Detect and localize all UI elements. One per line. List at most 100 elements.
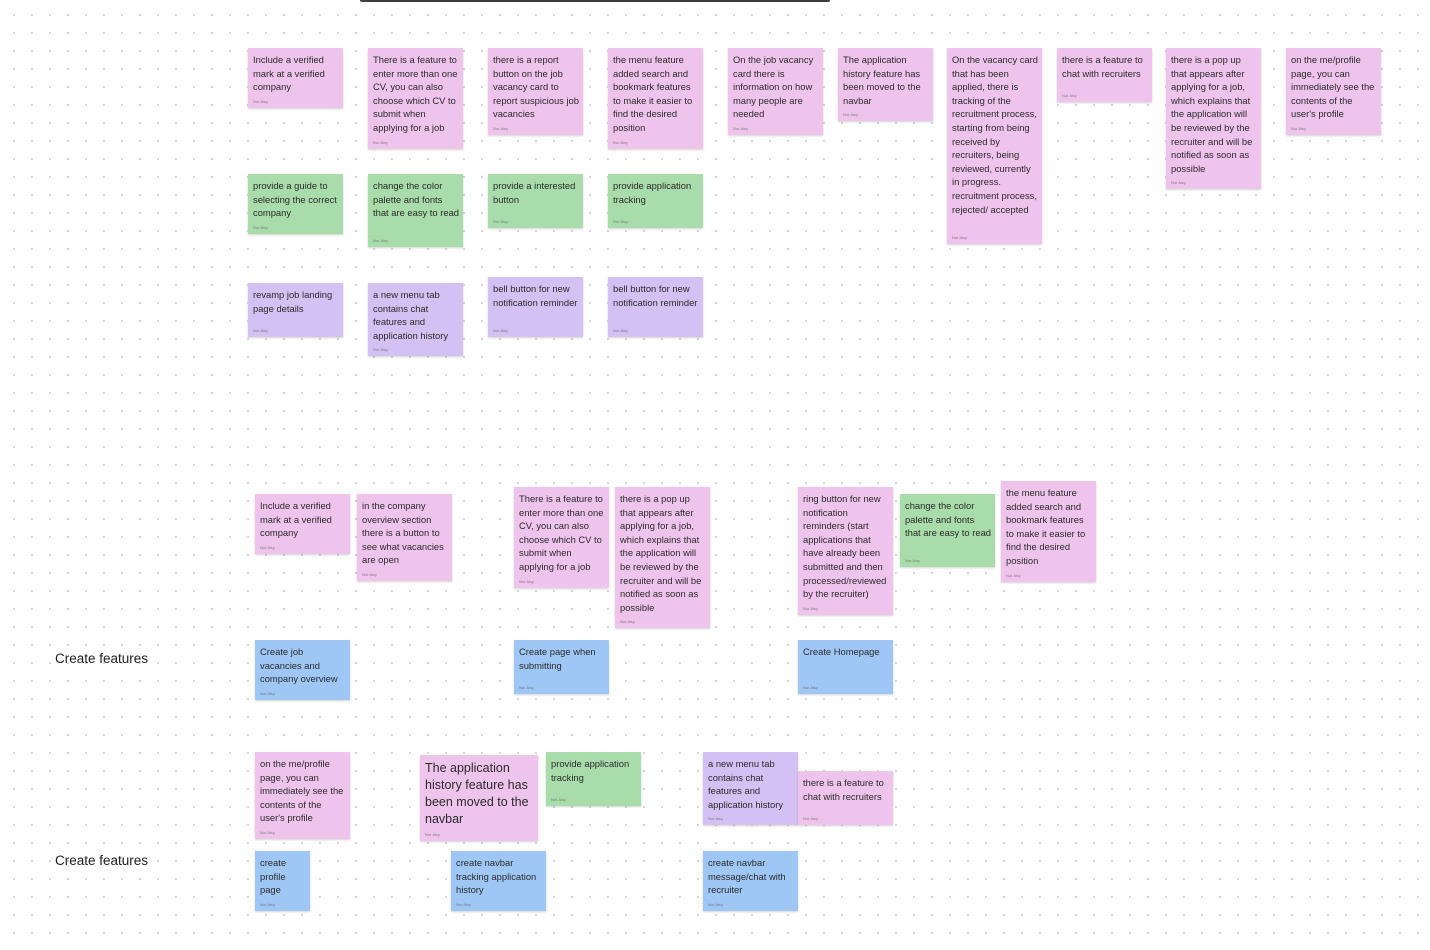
sticky-note-history-navbar[interactable]: The application history feature has been… — [420, 755, 538, 841]
sticky-note-author: Nur Aisy — [708, 816, 723, 821]
sticky-note-guide-company[interactable]: provide a guide to selecting the correct… — [248, 174, 343, 234]
sticky-note-text: ring button for new notification reminde… — [803, 493, 887, 600]
sticky-note-text: there is a pop up that appears after app… — [620, 493, 702, 613]
sticky-note-text: there is a pop up that appears after app… — [1171, 54, 1253, 174]
sticky-note-chat-recruiters[interactable]: there is a feature to chat with recruite… — [1057, 48, 1152, 102]
sticky-note-author: Nur Aisy — [803, 816, 818, 821]
sticky-note-author: Nur Aisy — [260, 691, 275, 696]
sticky-note-author: Nur Aisy — [733, 126, 748, 131]
sticky-note-author: Nur Aisy — [1006, 573, 1021, 578]
sticky-note-author: Nur Aisy — [708, 902, 723, 907]
sticky-note-verified-mark[interactable]: Include a verified mark at a verified co… — [255, 494, 350, 554]
sticky-note-multiple-cv[interactable]: There is a feature to enter more than on… — [368, 48, 463, 149]
sticky-note-search-bookmark[interactable]: the menu feature added search and bookma… — [608, 48, 703, 149]
sticky-note-author: Nur Aisy — [1062, 93, 1077, 98]
sticky-note-author: Nur Aisy — [1291, 126, 1306, 131]
sticky-note-author: Nur Aisy — [803, 606, 818, 611]
sticky-note-text: Include a verified mark at a verified co… — [260, 500, 332, 539]
sticky-note-recruitment-tracking[interactable]: On the vacancy card that has been applie… — [947, 48, 1042, 244]
sticky-note-author: Nur Aisy — [1171, 180, 1186, 185]
sticky-note-text: on the me/profile page, you can immediat… — [260, 758, 344, 824]
sticky-note-text: provide a interested button — [493, 180, 576, 205]
sticky-note-text: provide application tracking — [613, 180, 692, 205]
sticky-note-popup-after-apply[interactable]: there is a pop up that appears after app… — [1166, 48, 1261, 189]
sticky-note-people-needed[interactable]: On the job vacancy card there is informa… — [728, 48, 823, 135]
sticky-note-author: Nur Aisy — [373, 347, 388, 352]
sticky-note-create-job-vacancies[interactable]: Create job vacancies and company overvie… — [255, 640, 350, 700]
sticky-note-author: Nur Aisy — [425, 832, 440, 837]
sticky-note-text: in the company overview section there is… — [362, 500, 444, 566]
sticky-note-color-palette[interactable]: change the color palette and fonts that … — [900, 494, 995, 567]
sticky-note-text: the menu feature added search and bookma… — [613, 54, 693, 133]
sticky-note-author: Nur Aisy — [613, 219, 628, 224]
sticky-note-menu-tab[interactable]: a new menu tab contains chat features an… — [368, 283, 463, 356]
sticky-note-text: a new menu tab contains chat features an… — [708, 758, 784, 810]
sticky-note-verified-mark[interactable]: Include a verified mark at a verified co… — [248, 48, 343, 108]
sticky-note-text: There is a feature to enter more than on… — [519, 493, 604, 572]
sticky-note-author: Nur Aisy — [260, 830, 275, 835]
sticky-note-text: On the job vacancy card there is informa… — [733, 54, 814, 120]
sticky-note-create-navbar-chat[interactable]: create navbar message/chat with recruite… — [703, 851, 798, 911]
sticky-note-author: Nur Aisy — [456, 902, 471, 907]
sticky-note-author: Nur Aisy — [519, 685, 534, 690]
sticky-note-author: Nur Aisy — [493, 328, 508, 333]
sticky-note-search-bookmark[interactable]: the menu feature added search and bookma… — [1001, 481, 1096, 582]
sticky-note-author: Nur Aisy — [620, 619, 635, 624]
sticky-note-author: Nur Aisy — [260, 545, 275, 550]
sticky-note-bell-button[interactable]: bell button for new notification reminde… — [488, 277, 583, 337]
sticky-note-author: Nur Aisy — [493, 219, 508, 224]
sticky-note-profile-page[interactable]: on the me/profile page, you can immediat… — [1286, 48, 1381, 135]
sticky-note-text: change the color palette and fonts that … — [905, 500, 991, 539]
sticky-note-text: there is a feature to chat with recruite… — [1062, 54, 1143, 79]
sticky-note-text: a new menu tab contains chat features an… — [373, 289, 449, 341]
sticky-note-author: Nur Aisy — [952, 235, 967, 240]
sticky-note-popup-after-apply[interactable]: there is a pop up that appears after app… — [615, 487, 710, 628]
sticky-note-bell-button[interactable]: bell button for new notification reminde… — [608, 277, 703, 337]
sticky-note-text: revamp job landing page details — [253, 289, 333, 314]
offscreen-title-fragment — [360, 0, 830, 2]
sticky-note-chat-recruiters[interactable]: there is a feature to chat with recruite… — [798, 771, 893, 825]
sticky-note-profile-page[interactable]: on the me/profile page, you can immediat… — [255, 752, 350, 839]
sticky-note-author: Nur Aisy — [373, 238, 388, 243]
sticky-note-text: there is a report button on the job vaca… — [493, 54, 579, 120]
sticky-note-text: Include a verified mark at a verified co… — [253, 54, 325, 93]
sticky-note-author: Nur Aisy — [493, 126, 508, 131]
sticky-note-author: Nur Aisy — [613, 140, 628, 145]
sticky-note-author: Nur Aisy — [551, 797, 566, 802]
sticky-note-text: Create job vacancies and company overvie… — [260, 646, 338, 685]
sticky-note-create-navbar-tracking[interactable]: create navbar tracking application histo… — [451, 851, 546, 911]
sticky-note-ring-button[interactable]: ring button for new notification reminde… — [798, 487, 893, 615]
sticky-note-author: Nur Aisy — [373, 140, 388, 145]
sticky-note-text: create navbar message/chat with recruite… — [708, 857, 786, 896]
sticky-note-author: Nur Aisy — [843, 112, 858, 117]
sticky-note-history-navbar[interactable]: The application history feature has been… — [838, 48, 933, 121]
sticky-note-report-button[interactable]: there is a report button on the job vaca… — [488, 48, 583, 135]
sticky-note-author: Nur Aisy — [519, 579, 534, 584]
sticky-note-author: Nur Aisy — [803, 685, 818, 690]
sticky-note-author: Nur Aisy — [253, 225, 268, 230]
sticky-note-text: there is a feature to chat with recruite… — [803, 777, 884, 802]
sticky-note-menu-tab[interactable]: a new menu tab contains chat features an… — [703, 752, 798, 825]
section-label-create-features: Create features — [55, 651, 149, 666]
sticky-note-text: the menu feature added search and bookma… — [1006, 487, 1086, 566]
sticky-note-text: provide application tracking — [551, 758, 630, 783]
sticky-note-author: Nur Aisy — [362, 572, 377, 577]
sticky-note-text: create profile page — [260, 857, 287, 896]
sticky-note-text: The application history feature has been… — [425, 761, 529, 826]
sticky-note-multiple-cv[interactable]: There is a feature to enter more than on… — [514, 487, 609, 588]
section-label-create-features: Create features — [55, 853, 149, 868]
sticky-note-text: bell button for new notification reminde… — [613, 283, 698, 308]
sticky-note-text: change the color palette and fonts that … — [373, 180, 459, 219]
sticky-note-company-overview[interactable]: in the company overview section there is… — [357, 494, 452, 581]
sticky-note-color-palette[interactable]: change the color palette and fonts that … — [368, 174, 463, 247]
sticky-note-text: on the me/profile page, you can immediat… — [1291, 54, 1375, 120]
sticky-note-text: create navbar tracking application histo… — [456, 857, 537, 896]
